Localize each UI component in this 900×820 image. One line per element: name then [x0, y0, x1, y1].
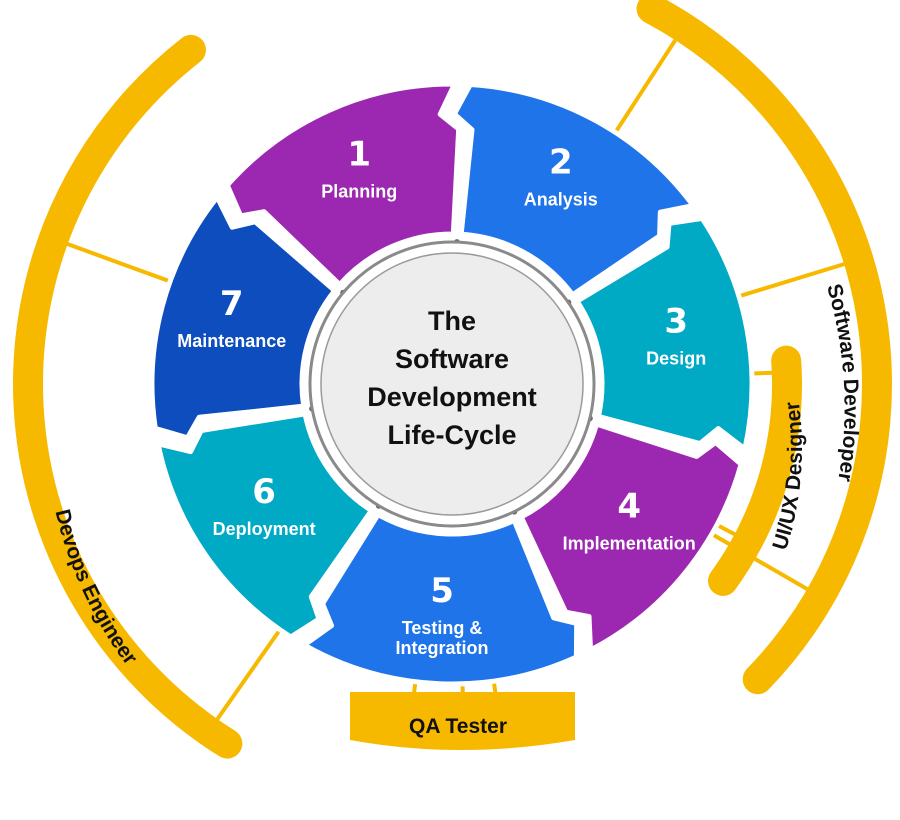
phase-number: 4 [617, 486, 641, 526]
connector-line [751, 370, 774, 376]
phase-number: 3 [664, 301, 688, 341]
phase-number: 1 [347, 135, 371, 175]
connector-line [715, 523, 738, 537]
phase-number: 6 [252, 472, 276, 512]
title-line: Software [395, 344, 509, 374]
phase-label: Implementation [563, 533, 696, 553]
phase-label: Maintenance [177, 331, 286, 351]
phase-label: Analysis [524, 190, 598, 210]
phase-label: Design [646, 348, 706, 368]
qa-tester-bar [350, 692, 575, 750]
segment-shape [574, 215, 755, 452]
title-line: Life-Cycle [387, 420, 516, 450]
uiux-designer-bar [708, 345, 802, 596]
segment-shape [518, 421, 744, 653]
title-line: The [428, 306, 476, 336]
segment-shape [149, 194, 338, 441]
connector-line [66, 241, 181, 287]
connector-line [608, 39, 677, 142]
segment-shape [224, 81, 462, 288]
phase-label: Planning [321, 182, 397, 202]
hub-circle [320, 252, 584, 516]
center-hub: The Software Development Life-Cycle [308, 240, 596, 528]
phase-number: 7 [220, 284, 244, 324]
connector-line [215, 620, 288, 721]
phase-label: Deployment [213, 519, 316, 539]
role-qa-tester: QA Tester [409, 715, 507, 738]
connector-line [728, 262, 845, 302]
role-bars [13, 0, 892, 759]
phase-segments: 1Planning2Analysis3Design4Implementation… [149, 81, 755, 687]
segment-shape [301, 512, 580, 687]
title-line: Development [367, 382, 537, 412]
phase-label: Integration [396, 638, 489, 658]
segment-shape [451, 82, 696, 298]
segment-shape [155, 411, 374, 640]
phase-label: Testing & [402, 618, 483, 638]
phase-number: 5 [430, 571, 454, 611]
software-developer-bar [636, 0, 892, 695]
phase-number: 2 [549, 143, 573, 183]
devops-engineer-bar [13, 34, 243, 759]
